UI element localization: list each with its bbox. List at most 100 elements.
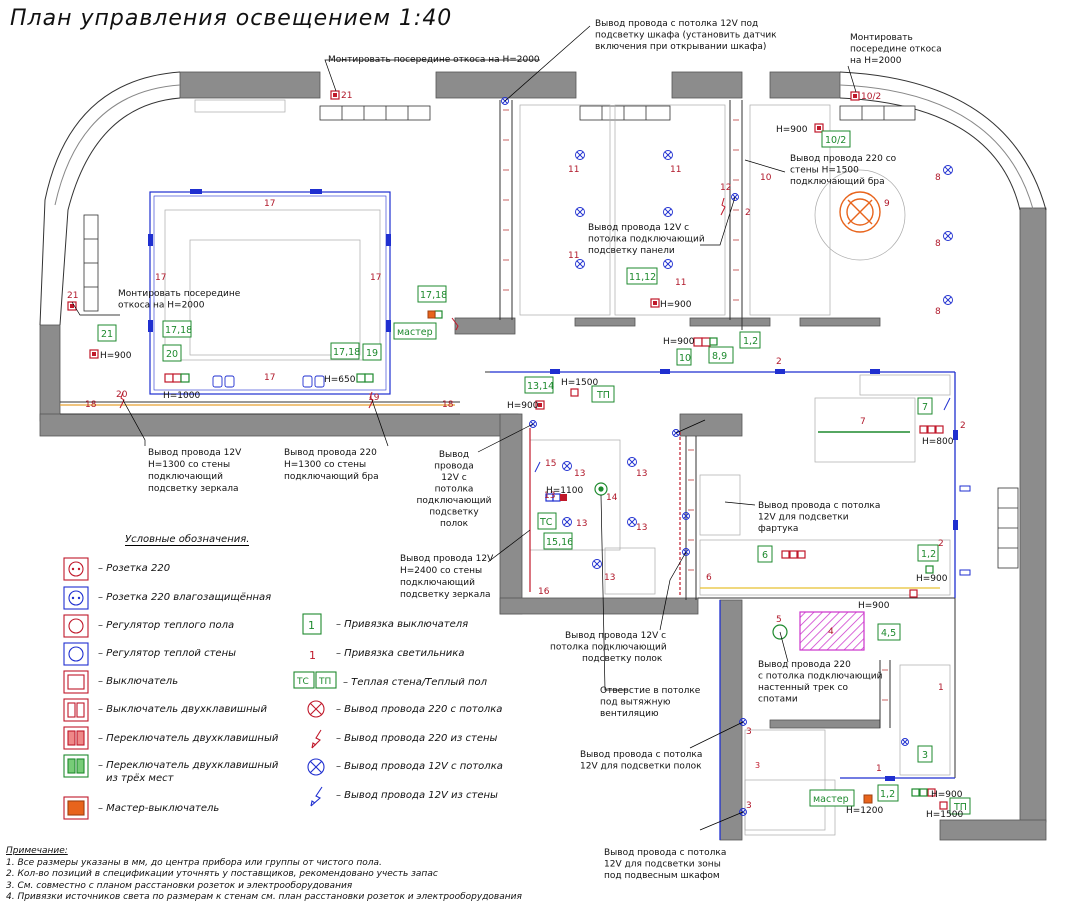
legend-item: – Переключатель двухклавишный xyxy=(98,760,279,771)
label-10-2-box: 10/2 xyxy=(825,135,846,146)
red-wall-wires xyxy=(119,197,726,409)
legend-sym-switch: 1 xyxy=(308,619,315,632)
windows xyxy=(83,105,1019,569)
label-17b: 17 xyxy=(155,273,166,283)
red-switches xyxy=(67,90,948,810)
label-18a: 18 xyxy=(85,400,97,410)
label-3a: 3 xyxy=(746,727,752,737)
legend-item: из трёх мест xyxy=(106,773,174,784)
tc-tp-icons xyxy=(293,671,337,689)
label-20: 20 xyxy=(166,349,178,360)
label-15-16: 15,16 xyxy=(546,537,573,548)
label-1-2b: 1,2 xyxy=(921,549,936,560)
label-18b: 18 xyxy=(442,400,454,410)
chandelier-icon xyxy=(839,191,881,233)
label-tp2: ТП xyxy=(953,802,967,813)
remark-line: 1. Все размеры указаны в мм, до центра п… xyxy=(6,857,382,868)
legend-title: Условные обозначения. xyxy=(125,534,250,546)
label-9: 9 xyxy=(884,199,890,209)
label-6: 6 xyxy=(762,550,768,561)
switch-binding-boxes xyxy=(97,130,971,815)
legend-item: – Розетка 220 влагозащищённая xyxy=(98,592,272,603)
label-10-2: 10/2 xyxy=(861,92,881,102)
height-900a: H=900 xyxy=(776,125,808,135)
label-17d: 17 xyxy=(264,373,275,383)
label-17c: 17 xyxy=(370,273,381,283)
master-switch-icon xyxy=(63,796,89,820)
label-10b: 10 xyxy=(679,353,691,364)
height-900b: H=900 xyxy=(100,351,132,361)
label-2d: 2 xyxy=(938,539,944,549)
height-900d: H=900 xyxy=(663,337,695,347)
label-13b: 13 xyxy=(636,469,647,479)
green-switches xyxy=(180,310,934,797)
master-switches xyxy=(427,310,873,804)
remark-line: 3. См. совместно с планом расстановки ро… xyxy=(6,880,353,891)
switch-icon xyxy=(63,670,89,694)
legend-item: – Регулятор теплой стены xyxy=(98,648,237,659)
three-way-toggle-icon xyxy=(63,754,89,778)
ceiling-220-icon xyxy=(307,700,325,718)
ceiling-12v-icon xyxy=(307,758,325,776)
label-1-2c: 1,2 xyxy=(880,789,895,800)
legend-item: – Вывод провода 220 из стены xyxy=(336,733,498,744)
legend-sym-tp: ТП xyxy=(318,677,331,687)
binding-labels: 21 10/2 11 11 11 11 12 10 2 8 8 8 9 17 1… xyxy=(67,91,966,811)
wall-wire-icons xyxy=(534,397,971,576)
label-17-18-a: 17,18 xyxy=(165,325,192,336)
label-2a: 2 xyxy=(745,208,751,218)
height-1200: H=1200 xyxy=(846,806,883,816)
remarks-heading: Примечание: xyxy=(6,846,68,856)
switch-code-label: 3 xyxy=(755,761,760,770)
label-13d: 13 xyxy=(636,523,647,533)
remarks: Примечание: 1. Все размеры указаны в мм,… xyxy=(6,846,522,904)
legend-item: – Регулятор теплого пола xyxy=(98,620,235,631)
height-800: H=800 xyxy=(922,437,954,447)
walls xyxy=(39,71,1047,841)
wall-12v-icon xyxy=(310,786,323,807)
legend-item: – Выключатель xyxy=(98,676,179,687)
double-switch-icon xyxy=(63,698,89,722)
height-1500b: H=1500 xyxy=(926,810,963,820)
height-650: H=650 xyxy=(324,375,356,385)
leader-lines xyxy=(71,25,857,831)
label-tc1: ТС xyxy=(539,517,553,528)
label-14: 14 xyxy=(606,493,618,503)
remark-line: 2. Кол-во позиций в спецификации уточнят… xyxy=(6,869,438,879)
height-900g: H=900 xyxy=(858,601,890,611)
height-900e: H=900 xyxy=(507,401,539,411)
socket-220-icon xyxy=(63,557,89,581)
label-21c: 21 xyxy=(101,329,113,340)
bed-frame xyxy=(148,189,391,395)
height-900f: H=900 xyxy=(916,574,948,584)
label-13c: 13 xyxy=(576,519,587,529)
wall-220-icon xyxy=(311,729,322,749)
label-11d: 11 xyxy=(675,278,686,288)
switch-binding-labels: 10/2 17,18 мастер 17,18 20 17,18 19 21 1… xyxy=(101,135,967,813)
floor-heat-regulator-icon xyxy=(63,614,89,638)
led-ticks xyxy=(550,369,958,781)
label-16: 16 xyxy=(538,587,550,597)
height-1500a: H=1500 xyxy=(561,378,598,388)
legend-item: – Переключатель двухклавишный xyxy=(98,733,279,744)
legend-item: – Вывод провода 12V с потолка xyxy=(336,761,503,772)
label-17-18-master: 17,18 xyxy=(420,290,447,301)
legend-item: – Вывод провода 12V из стены xyxy=(336,790,498,801)
partition-hatches xyxy=(503,109,888,701)
label-11b: 11 xyxy=(670,165,681,175)
tc-tp-switch xyxy=(560,494,567,501)
label-1b: 1 xyxy=(876,764,882,774)
label-5: 5 xyxy=(776,615,782,625)
height-900c: H=900 xyxy=(660,300,692,310)
label-2b: 2 xyxy=(776,357,782,367)
